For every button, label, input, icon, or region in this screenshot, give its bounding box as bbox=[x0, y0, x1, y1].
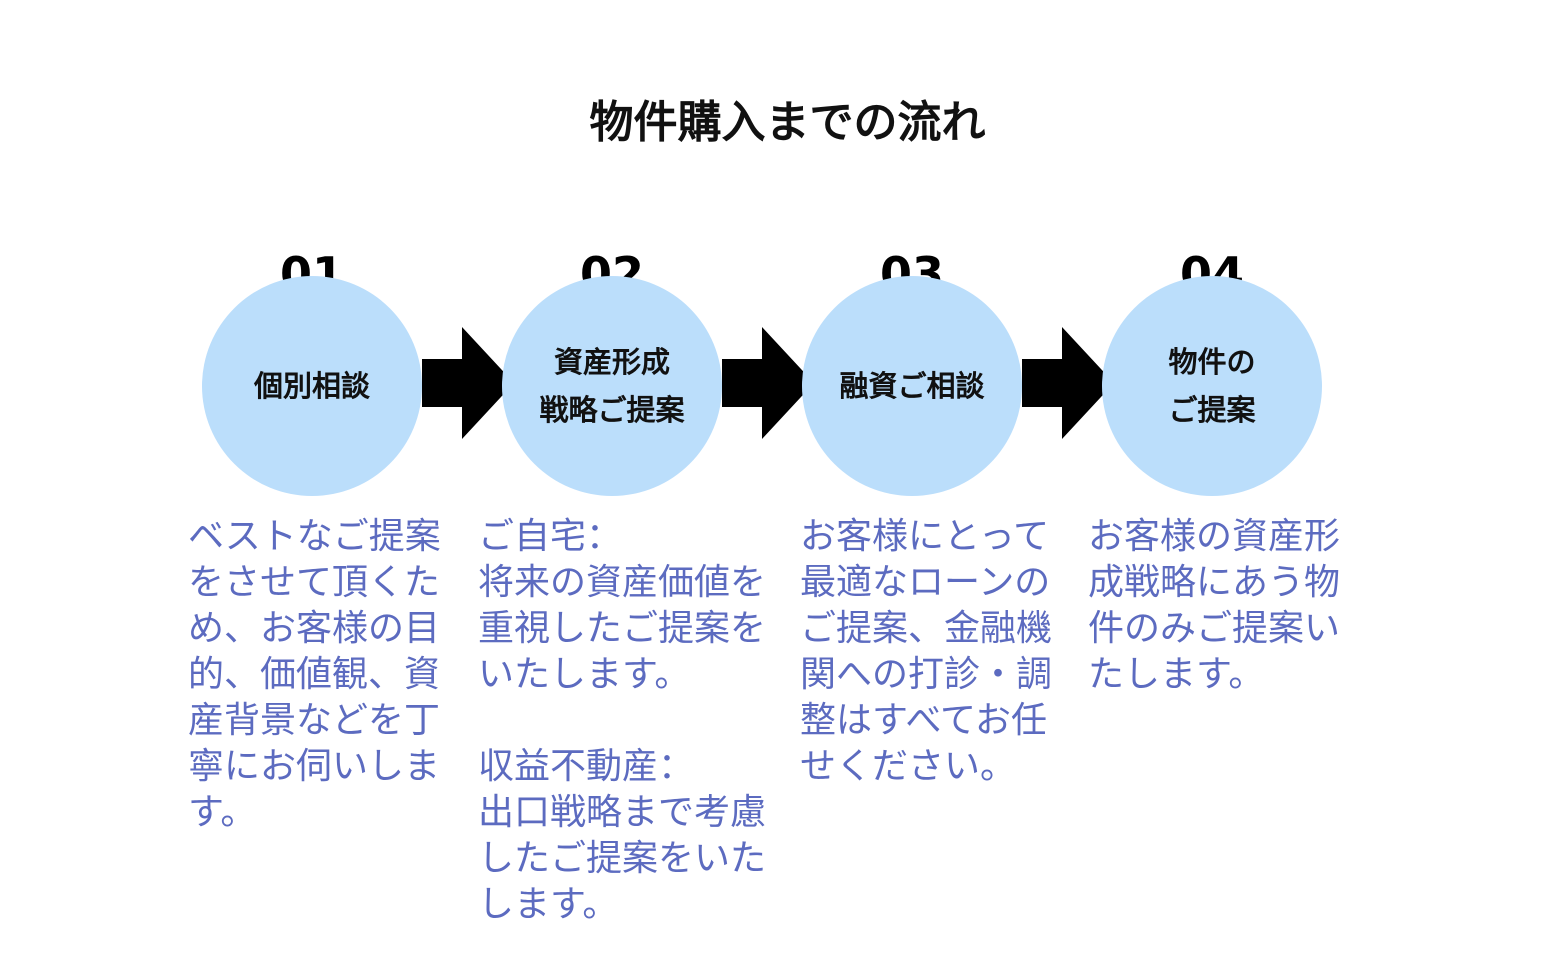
step-description-02: ご自宅： 将来の資産価値を 重視したご提案を いたします。 収益不動産： 出口戦… bbox=[478, 516, 767, 925]
step-circle-02: 資産形成 戦略ご提案 bbox=[502, 276, 722, 496]
step-description-03: お客様にとって 最適なローンの ご提案、金融機 関への打診・調 整はすべてお任 … bbox=[800, 516, 1053, 787]
step-label-03: 融資ご相談 bbox=[839, 369, 985, 403]
step-circle-01: 個別相談 bbox=[202, 276, 422, 496]
step-label-02: 資産形成 戦略ご提案 bbox=[539, 345, 685, 427]
step-label-01: 個別相談 bbox=[253, 369, 370, 403]
step-circle-03: 融資ご相談 bbox=[802, 276, 1022, 496]
step-description-01: ベストなご提案 をさせて頂くた め、お客様の目 的、価値観、資 産背景などを丁 … bbox=[188, 516, 441, 833]
step-description-04: お客様の資産形 成戦略にあう物 件のみご提案い たします。 bbox=[1088, 516, 1341, 695]
arrow-right-icon bbox=[722, 327, 814, 439]
step-circle-04: 物件の ご提案 bbox=[1102, 276, 1322, 496]
step-label-04: 物件の ご提案 bbox=[1168, 345, 1256, 427]
arrow-right-icon bbox=[1022, 327, 1114, 439]
page-title: 物件購入までの流れ bbox=[589, 97, 986, 148]
arrow-right-icon bbox=[422, 327, 514, 439]
